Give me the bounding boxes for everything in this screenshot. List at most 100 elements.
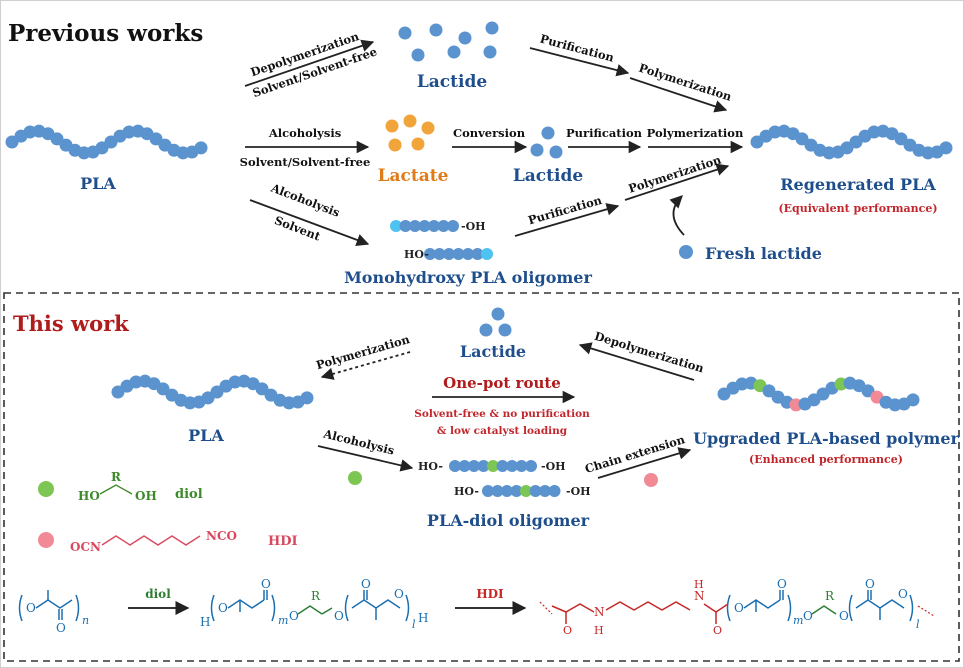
diol-ho-text: HO (78, 489, 100, 503)
oxygen-label: O (26, 601, 36, 615)
pla-label: PLA (80, 174, 116, 193)
diol-legend-bead (38, 481, 54, 497)
lactide-bead (498, 323, 512, 337)
bracket-left (18, 594, 23, 622)
oligomer-bead (462, 248, 474, 260)
oxygen-label: O (394, 587, 404, 601)
purification-arrow (529, 47, 630, 77)
upgraded-polymer-label: Upgraded PLA-based polymer (693, 429, 959, 448)
oligomer-bead (390, 220, 402, 232)
urethane-bond (551, 603, 595, 613)
nitrogen-label: N (594, 605, 605, 619)
alcoholysis-arrow (317, 445, 414, 472)
oligomer-bead (399, 220, 412, 232)
monohydroxy-oligomer-chain (390, 220, 459, 232)
polymerization-label: Polymerization (637, 61, 734, 104)
lactate-bead (421, 121, 435, 135)
pla-diol-oligomer-chain (482, 485, 561, 497)
lactide-molecules (479, 307, 512, 337)
l-subscript: l (916, 618, 920, 631)
condition-label: & low catalyst loading (437, 425, 568, 437)
hydroxyl-end-label: HO- (454, 485, 479, 498)
hdi-ocn-text: OCN (70, 540, 101, 554)
lactide-bead (447, 45, 461, 59)
oxygen-label: O (289, 609, 299, 623)
lactate-molecules (385, 114, 435, 152)
oligomer-bead (501, 485, 513, 497)
pla-bond (35, 599, 73, 609)
oligomer-bead (458, 460, 471, 472)
m-subscript: m (278, 614, 288, 627)
oligomer-bead (437, 220, 450, 232)
oxygen-label: O (713, 624, 722, 637)
hydrogen-label: H (200, 615, 210, 629)
lactide-bead (458, 31, 472, 45)
oligomer-bead (468, 460, 480, 472)
lactide-bead (429, 23, 443, 37)
oxygen-label: O (261, 577, 271, 591)
oxygen-label: O (734, 601, 744, 615)
lactide-bead (479, 323, 493, 337)
purification-label: Purification (566, 126, 643, 140)
oxygen-label: O (777, 577, 787, 591)
oligomer-bead (452, 248, 465, 260)
enhanced-performance-label: (Enhanced performance) (749, 453, 903, 466)
oligomer-bead (471, 248, 484, 260)
chain-extension-arrow (597, 447, 692, 479)
r-group-label: R (311, 589, 321, 603)
chain-continuation (539, 601, 553, 615)
oxygen-label: O (361, 577, 371, 591)
solvent-condition-label: Solvent/Solvent-free (240, 155, 371, 169)
diol-arrow-label: diol (145, 587, 171, 601)
oligomer-bead (447, 220, 459, 232)
hydroxyl-end-label: -OH (566, 485, 591, 498)
one-pot-route-label: One-pot route (443, 374, 561, 392)
lactide-bead (398, 26, 412, 40)
oligomer-bead (433, 248, 446, 260)
regenerated-pla-chain (750, 124, 953, 160)
lactide-label: Lactide (513, 166, 584, 186)
bracket-right (405, 594, 410, 622)
oligomer-bead (515, 460, 528, 472)
lactide-bead (541, 126, 555, 140)
hydroxyl-end-label: HO- (418, 460, 443, 473)
l-subscript: l (412, 618, 416, 631)
equivalent-performance-label: (Equivalent performance) (778, 202, 937, 215)
lactate-bead (403, 114, 417, 128)
hydroxyl-end-label: -OH (541, 460, 566, 473)
oxygen-label: O (898, 587, 908, 601)
lactide-bead (491, 307, 505, 321)
oligomer-bead (539, 485, 551, 497)
hydrogen-label: H (594, 624, 604, 637)
oligomer-bead (491, 485, 504, 497)
chain-continuation (917, 605, 935, 617)
hydroxyl-end-label: -OH (461, 220, 486, 233)
oxygen-label: O (839, 609, 849, 623)
oxygen-label: O (803, 609, 813, 623)
alcoholysis-arrow (249, 199, 370, 246)
m-subscript: m (793, 614, 803, 627)
pla-diol-oligomer-chain (449, 460, 537, 472)
oligomer-bead (482, 485, 494, 497)
upgraded-polymer-chain (717, 376, 920, 412)
lactate-bead (385, 119, 399, 133)
bracket-right (787, 594, 792, 622)
chemical-scheme: O O n diol H O O m O R O O O l H (18, 577, 935, 637)
lactate-bead (388, 138, 402, 152)
bracket-left (848, 594, 853, 622)
depolymerization-label: Depolymerization (593, 329, 706, 376)
oxygen-label: O (563, 624, 572, 637)
oligomer-bead (418, 220, 431, 232)
lactide-label: Lactide (417, 72, 488, 92)
oligomer-bead (428, 220, 440, 232)
lactide-molecules (398, 21, 499, 62)
pla-bond (227, 599, 265, 609)
bracket-left (726, 594, 731, 622)
hdi-chain-bond (605, 601, 691, 611)
oxygen-label: O (218, 601, 228, 615)
polymerization-arrow (629, 77, 728, 113)
diol-oh-text: OH (135, 489, 157, 503)
pla-bond (351, 599, 401, 609)
alcoholysis-label: Alcoholysis (268, 126, 341, 140)
